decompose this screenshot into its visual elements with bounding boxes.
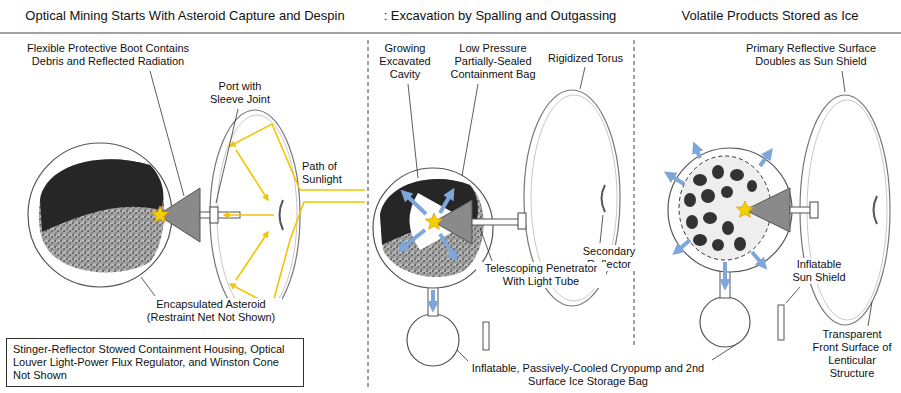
outgassing-arrows [401, 230, 425, 249]
leader-lines [408, 84, 418, 178]
panel-title: : Excavation by Spalling and Outgassing [384, 8, 617, 24]
callout-label: Rigidized Torus [548, 52, 623, 65]
vapor-arrows [668, 174, 684, 184]
header-rule [0, 33, 901, 34]
outgassing-arrows [440, 192, 452, 213]
rigidized-torus [217, 115, 297, 315]
outgassing-arrows [401, 192, 455, 308]
cryopump-bulb [407, 314, 459, 366]
outgassing-arrows [431, 290, 435, 308]
leader-lines [868, 302, 872, 326]
callout-label: Low Pressure Partially-Sealed Containmen… [444, 42, 542, 81]
vapor-arrows [723, 262, 727, 286]
cavity-holes [721, 186, 733, 198]
cavity-holes [722, 221, 734, 235]
secondary-reflector [874, 196, 878, 224]
leader-lines [580, 67, 585, 89]
callout-label: Inflatable, Passively-Cooled Cryopump an… [466, 362, 710, 388]
sunlight-rays [230, 202, 365, 306]
callout-label: Port with Sleeve Joint [206, 80, 274, 106]
panel-divider [368, 40, 369, 390]
panel-title: Optical Mining Starts With Asteroid Capt… [25, 8, 344, 24]
cavity-holes [734, 237, 746, 251]
asteroid [380, 179, 484, 277]
containment-bag [668, 148, 792, 272]
callout-label: Primary Reflective Surface Doubles as Su… [730, 42, 892, 68]
lenticular-reflector [800, 95, 890, 325]
cavity-holes [686, 215, 698, 229]
cavity-holes [712, 165, 724, 179]
secondary-reflector [280, 200, 284, 230]
cryopump-neck [428, 286, 438, 316]
callout-label: Growing Excavated Cavity [372, 42, 438, 81]
vapor-arrows [668, 146, 770, 286]
leader-lines [600, 215, 603, 243]
callout-label: Transparent Front Surface of Lenticular … [810, 328, 894, 380]
leader-lines [150, 71, 184, 196]
penetrator-cone [745, 188, 790, 232]
leader-lines [457, 350, 468, 361]
cavity-holes [730, 169, 744, 181]
sleeve-port [518, 213, 526, 229]
sun-shield [483, 322, 489, 350]
panel-title: Volatile Products Stored as Ice [681, 8, 858, 24]
vapor-arrows [760, 152, 770, 166]
leader-lines [141, 277, 155, 296]
outgassing-arrows [440, 234, 455, 258]
note-text: Stinger-Reflector Stowed Containment Hou… [13, 343, 297, 382]
focus-star [736, 201, 753, 217]
leader-lines [842, 71, 845, 92]
cavity-holes [712, 239, 724, 251]
sunlight-rays [224, 214, 274, 216]
sunlight-rays [224, 124, 365, 306]
asteroid-shadow [40, 159, 163, 232]
cavity-holes [703, 212, 717, 224]
panel-one-art [28, 71, 365, 320]
leader-lines [786, 71, 872, 326]
containment-sphere [28, 143, 172, 287]
outgassing-arrows [404, 193, 426, 214]
cavity-holes [684, 193, 696, 207]
containment-bag [373, 168, 493, 288]
cavity-holes [693, 234, 707, 246]
cryopump-bulb [700, 297, 750, 347]
cavity-holes [747, 180, 757, 192]
cavity-holes [684, 165, 757, 251]
panel-divider [634, 40, 635, 345]
vapor-arrows [676, 240, 690, 252]
sleeve-port [210, 207, 218, 223]
note-box: Stinger-Reflector Stowed Containment Hou… [6, 338, 304, 387]
leader-lines [480, 228, 492, 261]
panel-three-art [668, 71, 890, 347]
focus-star [151, 206, 168, 222]
sunlight-rays [230, 124, 365, 190]
callout-label: Path of Sunlight [302, 160, 356, 186]
asteroid [39, 159, 164, 272]
leader-lines [216, 109, 238, 203]
cavity-holes [693, 174, 707, 186]
focus-star [425, 213, 442, 229]
callout-label: Telescoping Penetrator With Light Tube [476, 262, 606, 288]
leader-lines [462, 84, 478, 176]
leader-lines [786, 287, 800, 303]
vapor-arrows [752, 252, 764, 266]
cavity-holes [701, 189, 715, 203]
callout-label: Inflatable Sun Shield [788, 258, 850, 284]
sunlight-rays [236, 150, 268, 200]
sun-shield [778, 305, 784, 340]
callout-label: Flexible Protective Boot Contains Debris… [12, 42, 204, 68]
sunlight-rays [236, 232, 268, 280]
callout-label: Encapsulated Asteroid (Restraint Net Not… [140, 298, 282, 324]
sleeve-port [810, 202, 818, 218]
vapor-arrows [695, 146, 700, 158]
secondary-reflector [602, 185, 606, 212]
light-tube [472, 219, 522, 225]
rigidized-torus [807, 100, 887, 320]
